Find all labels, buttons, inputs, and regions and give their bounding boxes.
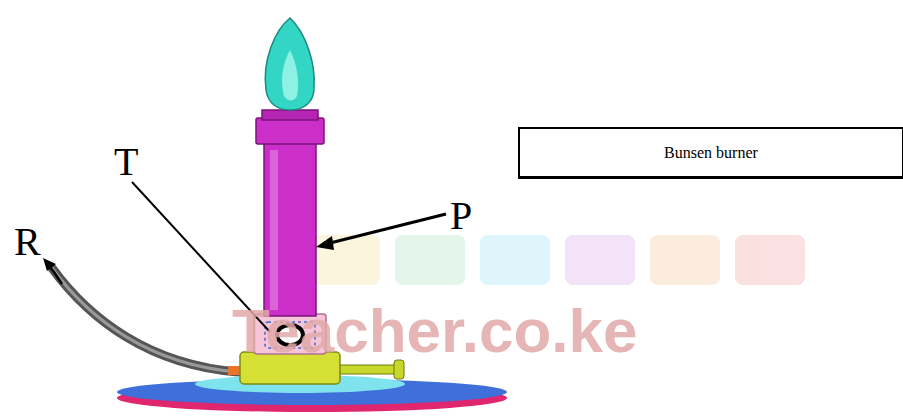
rubber-tubing-highlight [52,268,238,372]
callout-letter: T [114,142,138,182]
gas-valve-arm [335,365,397,374]
barrel-top-collar [256,118,324,144]
watermark: Teacher.co.ke [232,300,638,362]
gas-valve-knob [394,360,404,379]
callout-letter: R [14,222,41,262]
watermark-squares [310,235,805,285]
rubber-tubing [52,268,238,372]
inner-flame [282,50,298,101]
barrel-shine [270,150,278,310]
box-title: Bunsen burner [664,144,758,162]
arrowhead-R [43,258,56,271]
arrowhead-P [316,236,334,250]
title-box: Bunsen burner [518,127,903,179]
flame [265,18,314,110]
leader-line-P [326,214,446,244]
callout-letter: P [450,196,472,236]
barrel [264,142,316,316]
barrel-rim [262,110,318,120]
